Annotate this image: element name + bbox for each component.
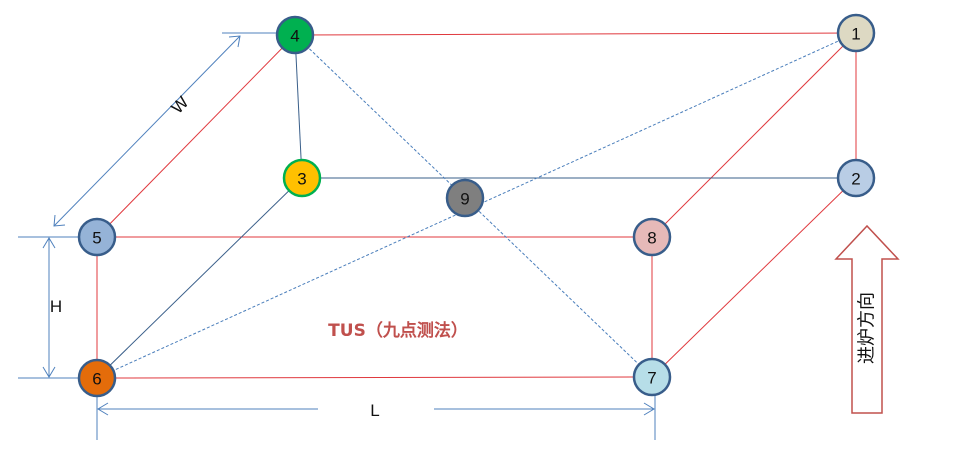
up-arrow-icon xyxy=(834,224,900,414)
node-7: 7 xyxy=(632,357,672,397)
node-3-label: 3 xyxy=(297,170,306,189)
edge-3-6 xyxy=(96,177,303,379)
length-label: L xyxy=(370,401,379,420)
node-6-circle xyxy=(77,358,117,398)
width-label: W xyxy=(168,93,193,118)
node-7-label: 7 xyxy=(647,369,656,388)
height-label: H xyxy=(50,297,62,316)
node-3: 3 xyxy=(282,158,322,198)
node-3-circle xyxy=(282,158,322,198)
node-7-circle xyxy=(632,357,672,397)
h-arrowhead-bottom xyxy=(42,366,56,378)
dimension-lines xyxy=(18,32,656,440)
node-6: 6 xyxy=(77,358,117,398)
node-4-label: 4 xyxy=(290,27,299,46)
node-6-label: 6 xyxy=(92,370,101,389)
node-8-circle xyxy=(632,217,672,257)
node-1-circle xyxy=(836,13,876,53)
edge-4-5 xyxy=(96,34,296,238)
edge-6-7 xyxy=(96,376,653,379)
node-8-label: 8 xyxy=(647,229,656,248)
node-2-circle xyxy=(836,158,876,198)
w-arrowhead-bottom xyxy=(53,214,66,227)
node-9-circle xyxy=(445,178,485,218)
edge-4-3 xyxy=(294,34,303,179)
edge-2-7 xyxy=(651,177,857,378)
node-5: 5 xyxy=(77,217,117,257)
edge-4-1 xyxy=(294,32,857,36)
node-2: 2 xyxy=(836,158,876,198)
node-1-label: 1 xyxy=(851,25,860,44)
l-arrowhead-right xyxy=(643,402,655,416)
h-arrowhead-top xyxy=(42,237,56,249)
node-8: 8 xyxy=(632,217,672,257)
w-dimension-line xyxy=(53,35,241,227)
nodes-layer: 1 2 3 4 5 6 7 8 9 xyxy=(77,13,876,398)
node-4: 4 xyxy=(275,15,315,55)
furnace-direction-arrow: 进炉方向 xyxy=(834,224,900,414)
diagram-caption: TUS（九点测法） xyxy=(328,320,468,341)
node-5-label: 5 xyxy=(92,229,101,248)
direction-label: 进炉方向 xyxy=(857,292,878,364)
l-arrowhead-left xyxy=(97,402,109,416)
edge-1-8 xyxy=(651,32,857,238)
node-5-circle xyxy=(77,217,117,257)
node-4-circle xyxy=(275,15,315,55)
node-2-label: 2 xyxy=(851,170,860,189)
node-9-label: 9 xyxy=(460,190,469,209)
node-1: 1 xyxy=(836,13,876,53)
node-9: 9 xyxy=(445,178,485,218)
w-arrowhead-top xyxy=(228,35,241,48)
